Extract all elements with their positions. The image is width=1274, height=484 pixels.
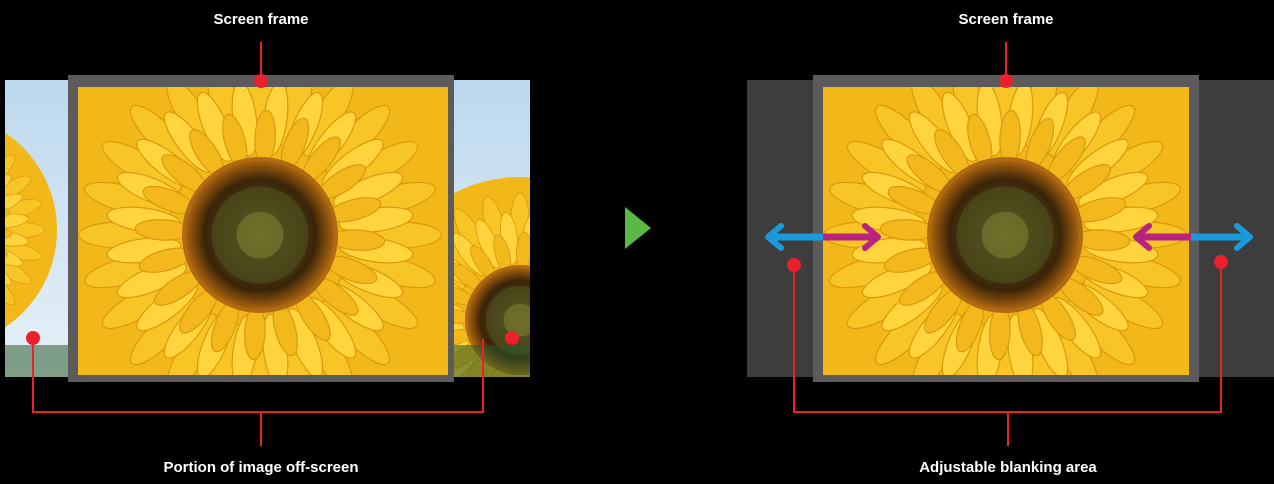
right-bottom-label: Adjustable blanking area [858,459,1158,476]
callout-dot [26,331,40,345]
left-top-label: Screen frame [161,11,361,28]
callout-dot [1214,255,1228,269]
callout-dot [787,258,801,272]
left-bottom-label: Portion of image off-screen [111,459,411,476]
callout-dot [505,331,519,345]
callout-dot [999,74,1013,88]
right-top-label: Screen frame [906,11,1106,28]
callout-dot [254,74,268,88]
right-panel [747,32,1274,438]
left-panel [0,32,663,463]
play-triangle-icon [625,207,651,249]
